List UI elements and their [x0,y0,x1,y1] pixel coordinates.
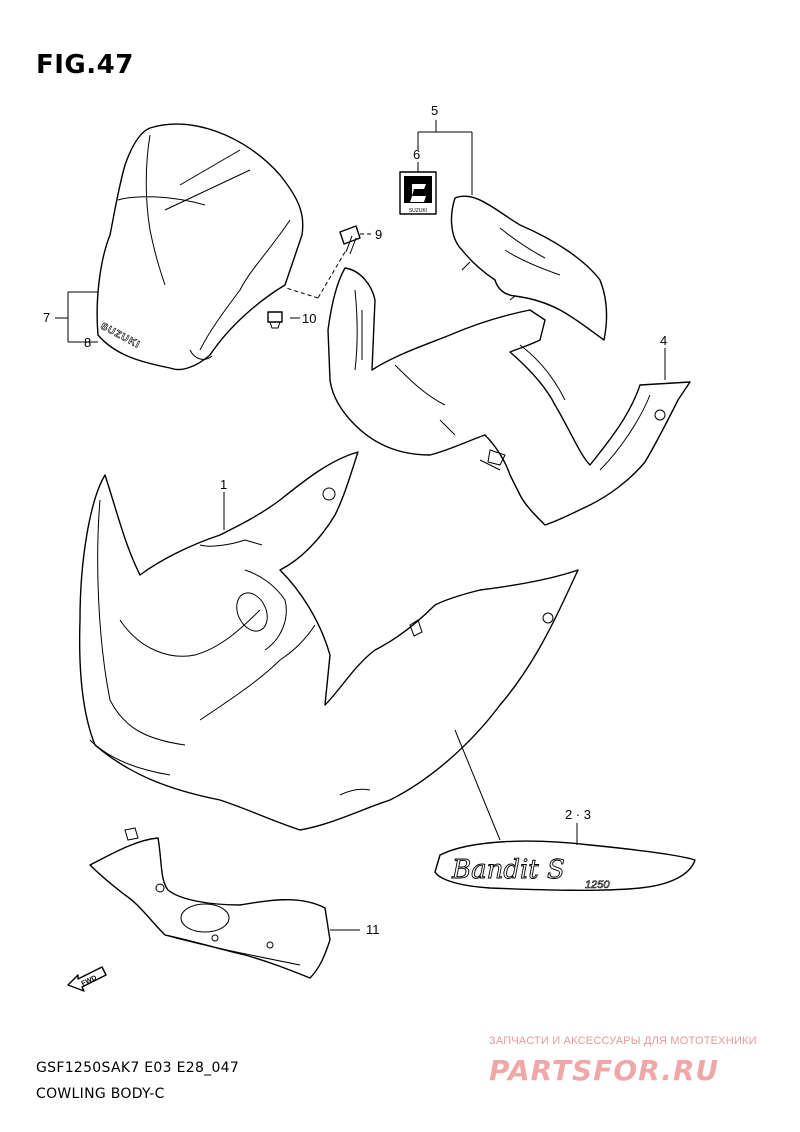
inner-panel-part-5 [450,195,608,341]
callout-7: 7 [43,310,51,325]
callout-5: 5 [431,103,439,118]
forward-arrow-icon: FWD [67,966,107,992]
callout-2-3: 2 · 3 [565,807,592,822]
lower-bracket-part-11 [89,827,331,979]
callout-10: 10 [302,311,317,326]
cowling-body-part-1 [78,451,579,831]
callout-4: 4 [660,333,668,348]
badge-text: SUZUKI [409,208,427,214]
section-name: COWLING BODY-C [36,1086,165,1102]
callout-11: 11 [366,922,380,937]
well-nut-part-10 [267,311,283,329]
screw-part-9 [339,225,372,255]
badge-part-6: SUZUKI [399,171,437,215]
windscreen-part-7: SUZUKI [96,123,304,371]
callout-1: 1 [220,477,228,492]
callout-9: 9 [375,227,383,242]
emblem-part-2-3: Bandit S 1250 [434,840,696,891]
watermark-logo: PARTSFOR.RU [489,1054,720,1087]
callout-8: 8 [84,335,92,350]
side-cover-part-4 [327,267,691,526]
callout-6: 6 [413,147,421,162]
callout-leader-lines [55,120,666,931]
watermark-caption: ЗАПЧАСТИ И АКСЕССУАРЫ ДЛЯ МОТОТЕХНИКИ [489,1035,757,1047]
emblem-script-text: Bandit S [451,855,565,885]
model-code: GSF1250SAK7 E03 E28_047 [36,1060,240,1076]
emblem-number-text: 1250 [585,879,610,891]
figure-title: FIG.47 [36,50,134,80]
